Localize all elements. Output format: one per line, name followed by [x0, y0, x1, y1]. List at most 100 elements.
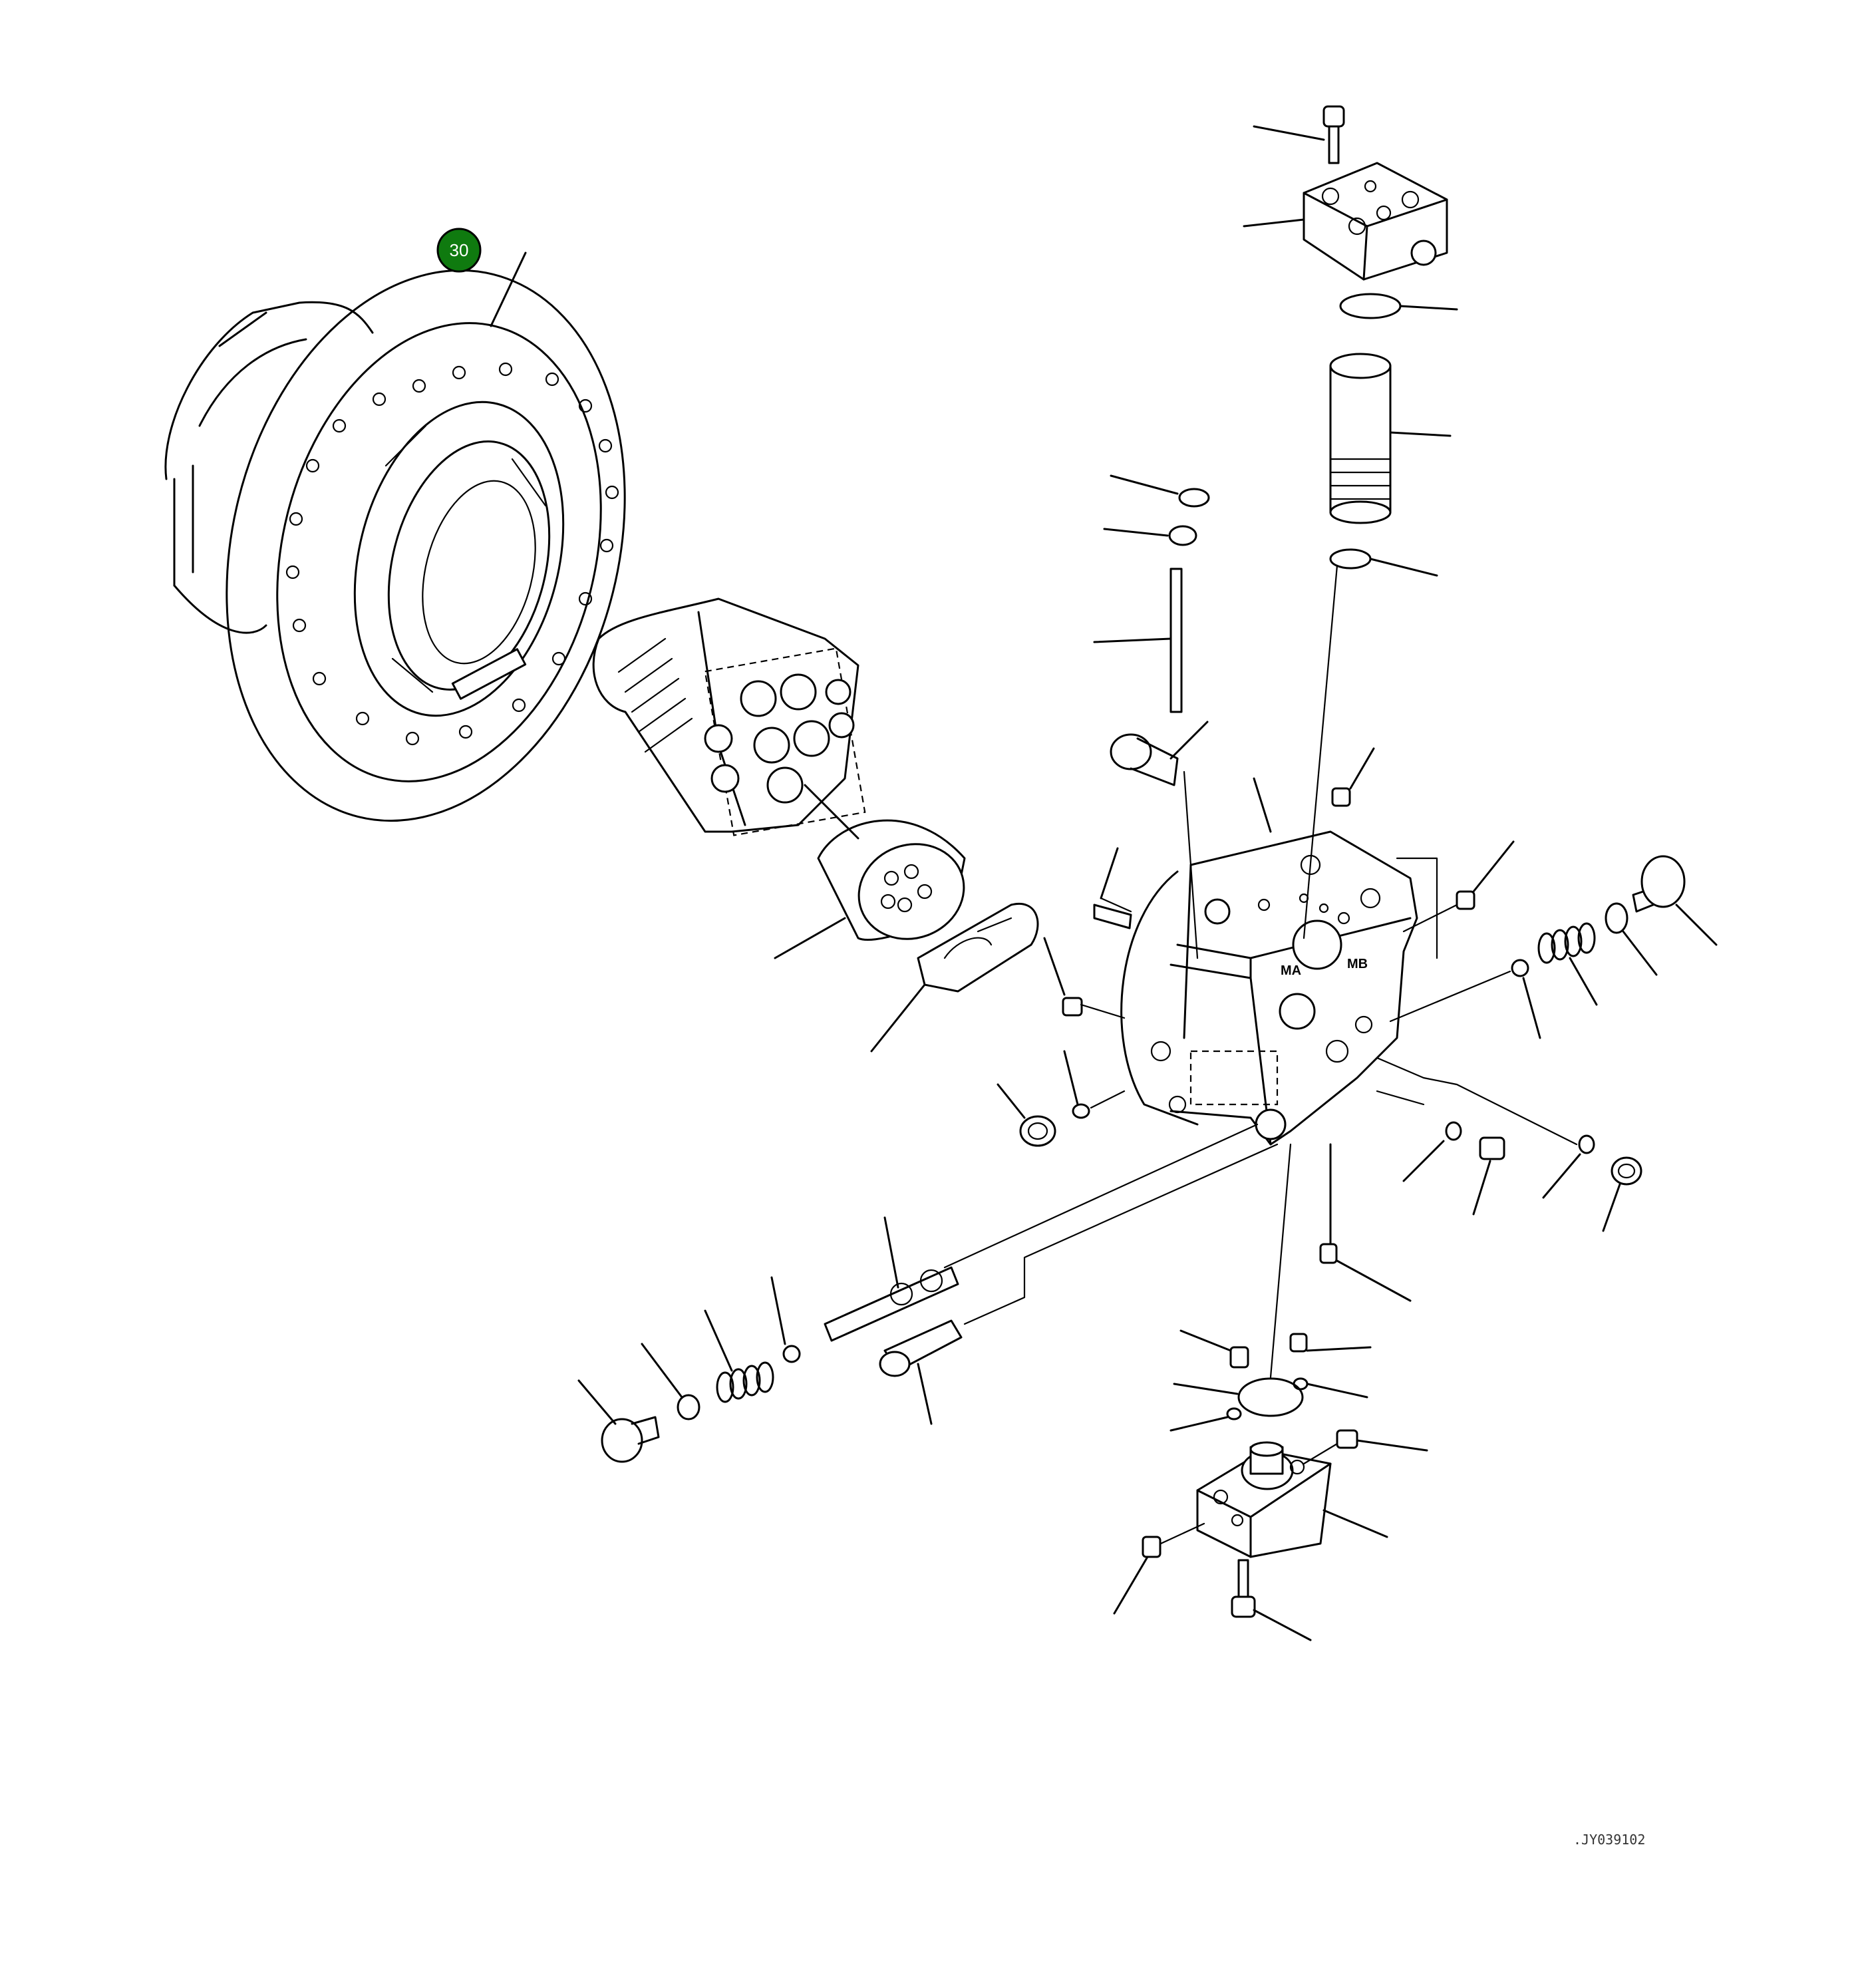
leader-check-valve	[917, 1363, 933, 1425]
plug-seal[interactable]	[1178, 488, 1210, 508]
leader-o-ring-top	[1399, 305, 1458, 311]
relief-spring[interactable]	[1537, 922, 1596, 964]
port-stamp-b: MB	[1347, 957, 1368, 971]
leader-o-ring-relief	[1522, 977, 1541, 1039]
leader-spool	[883, 1216, 899, 1289]
spool-cap[interactable]	[601, 1416, 660, 1463]
long-pin[interactable]	[1169, 568, 1183, 713]
motor-case[interactable]: MA MB	[1120, 830, 1418, 1146]
o-ring-top[interactable]	[1339, 293, 1402, 319]
leader-plug-left	[1043, 937, 1066, 996]
leader-o-ring-small-cover	[1169, 1416, 1229, 1432]
port-stamp-a: MA	[1281, 963, 1301, 978]
leader-o-ring-left-plug	[1063, 1050, 1079, 1106]
leader-top-bolt	[1253, 125, 1325, 141]
o-ring-cover[interactable]	[1237, 1377, 1304, 1417]
motor-rotary-group[interactable]	[592, 597, 866, 836]
leader-plug-nut-left	[997, 1083, 1026, 1119]
top-valve-block[interactable]	[1303, 162, 1448, 281]
plug-right-top[interactable]	[1456, 890, 1475, 910]
dowel-pin[interactable]	[1093, 904, 1132, 929]
plug-right-middle[interactable]	[1479, 1136, 1505, 1160]
leader-plug-cover-bottom-left	[1113, 1556, 1149, 1615]
leader-plug-far-right	[1602, 1183, 1621, 1232]
bottom-cover[interactable]	[1196, 1441, 1332, 1558]
leader-plug-right-middle	[1472, 1160, 1491, 1216]
leader-spool-plug	[1169, 721, 1209, 760]
assembly-line-plug-left	[1080, 1003, 1126, 1019]
plug-nut-left[interactable]	[1019, 1115, 1056, 1147]
assembly-line-left-plug	[1090, 1090, 1126, 1109]
o-ring-small-cover[interactable]	[1226, 1407, 1242, 1420]
leader-o-ring-cover-left	[1173, 1383, 1239, 1395]
top-bolt[interactable]	[1322, 105, 1345, 164]
assembly-line-bottom	[1269, 1143, 1292, 1379]
leader-o-ring-spool-left	[770, 1276, 786, 1345]
bolt-holes	[285, 362, 619, 746]
valve-plate[interactable]	[917, 902, 1039, 993]
washer[interactable]	[1168, 525, 1197, 546]
leader-bottom-cover	[1322, 1509, 1388, 1538]
plug-cover-right[interactable]	[1289, 1333, 1308, 1353]
plug-far-right[interactable]	[1611, 1156, 1642, 1186]
leader-relief-seat	[1622, 930, 1658, 976]
spool-seat[interactable]	[677, 1394, 700, 1420]
leader-relief-plug	[1675, 904, 1718, 946]
leader-plug-right-top	[1472, 840, 1515, 893]
leader-cartridge	[1389, 431, 1452, 437]
o-ring-relief[interactable]	[1511, 959, 1529, 977]
leader-cylinder	[774, 917, 846, 959]
o-ring-small-cover-right[interactable]	[1293, 1377, 1309, 1391]
plug-bottom-small[interactable]	[1319, 1243, 1338, 1264]
spool[interactable]	[824, 1266, 959, 1342]
leader-valve-plate	[870, 983, 926, 1053]
plug-cover-bottom-left[interactable]	[1142, 1536, 1161, 1558]
callout-label: 30	[450, 240, 469, 260]
o-ring-plug-right[interactable]	[1445, 1121, 1462, 1141]
plug-left[interactable]	[1062, 997, 1083, 1017]
leader-spool-cap	[577, 1379, 617, 1425]
drawing-code: .JY039102	[1573, 1832, 1645, 1848]
callout-30[interactable]: 30	[436, 228, 482, 273]
leader-plug-bottom-small	[1336, 1259, 1412, 1302]
leader-dowel	[1100, 897, 1132, 913]
leader-washer	[1103, 528, 1169, 537]
leader-long-pin	[1093, 637, 1172, 643]
gear-housing[interactable]	[164, 228, 681, 863]
assembly-lines-right	[1376, 1057, 1578, 1146]
check-valve-cartridge[interactable]	[1329, 353, 1392, 524]
check-valve[interactable]	[879, 1319, 963, 1377]
leader-spool-seat	[641, 1343, 683, 1399]
assembly-line-cartridge	[1303, 564, 1338, 939]
o-ring-spool-left[interactable]	[782, 1345, 801, 1363]
assembly-line-valve-long	[963, 1143, 1279, 1325]
assembly-line-relief	[1389, 970, 1511, 1023]
small-plug-top[interactable]	[1331, 787, 1351, 807]
assembly-line-cover-bottom-left	[1160, 1522, 1205, 1545]
assembly-line-spool	[1183, 770, 1199, 959]
relief-seat[interactable]	[1605, 902, 1628, 934]
leader-o-ring-plug-far-right	[1542, 1153, 1581, 1199]
leader-plug-cover-top-right	[1356, 1439, 1428, 1452]
leader-small-plug-top	[1349, 747, 1375, 790]
cover-bolt[interactable]	[1231, 1559, 1256, 1618]
o-ring-plug-far-right[interactable]	[1578, 1134, 1595, 1154]
leader-30	[490, 251, 527, 327]
leader-plug-cover-right	[1306, 1346, 1372, 1352]
piston-cluster	[704, 673, 855, 804]
assembly-line-spool-long	[943, 1123, 1259, 1269]
bracket-line	[1396, 857, 1438, 959]
leader-dowel-upper	[1100, 847, 1119, 900]
assembly-line-plug-right-top	[1402, 904, 1458, 933]
relief-plug[interactable]	[1632, 855, 1686, 913]
o-ring-left-plug[interactable]	[1072, 1103, 1090, 1119]
leader-plug-seal	[1110, 474, 1179, 495]
spool-spring[interactable]	[716, 1361, 774, 1403]
leader-o-ring-lower	[1369, 558, 1438, 577]
plug-cover-left[interactable]	[1229, 1346, 1249, 1369]
leader-cover-bolt	[1253, 1609, 1312, 1641]
plug-cover-top-right[interactable]	[1336, 1429, 1358, 1449]
cylinder-block[interactable]	[817, 819, 977, 953]
spool-plug[interactable]	[1110, 733, 1179, 786]
